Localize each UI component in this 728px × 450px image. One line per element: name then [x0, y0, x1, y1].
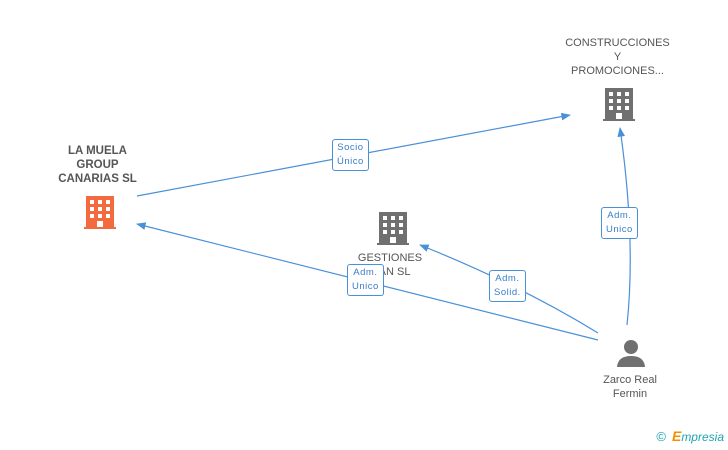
- edge-label-line: Adm.: [607, 210, 632, 221]
- building-icon[interactable]: [377, 210, 409, 251]
- node-label-line: GESTIONES: [357, 252, 423, 264]
- node-la-muela-label[interactable]: LA MUELA GROUP CANARIAS SL: [40, 144, 155, 186]
- copyright-symbol: ©: [656, 429, 666, 444]
- node-label-line: CANARIAS SL: [58, 173, 137, 185]
- node-label-line: Y: [613, 51, 622, 63]
- node-label-line: Fermin: [612, 388, 648, 400]
- node-label-line: GROUP: [76, 159, 119, 171]
- node-label-line: CONSTRUCCIONES: [565, 37, 670, 49]
- node-construcciones-label[interactable]: CONSTRUCCIONES Y PROMOCIONES...: [555, 36, 680, 78]
- building-icon[interactable]: [84, 194, 116, 235]
- edge-label-line: Unico: [606, 224, 633, 235]
- brand-initial: E: [671, 428, 682, 444]
- edge-label-adm-unico-right[interactable]: Adm. Unico: [601, 207, 638, 239]
- edge-label-line: Adm.: [353, 267, 378, 278]
- node-label-line: PROMOCIONES...: [571, 65, 664, 77]
- edge-label-line: Adm.: [495, 273, 520, 284]
- node-zarco-label[interactable]: Zarco Real Fermin: [580, 373, 680, 401]
- edge-label-line: Único: [337, 156, 364, 167]
- brand-name: mpresia: [681, 430, 724, 444]
- node-label-line: LA MUELA: [68, 145, 127, 157]
- edge-label-adm-unico-left[interactable]: Adm. Unico: [347, 264, 384, 296]
- edge-label-socio-unico[interactable]: Socio Único: [332, 139, 369, 171]
- edge-label-line: Unico: [352, 281, 379, 292]
- edge-label-line: Socio: [337, 142, 364, 153]
- node-label-line: Zarco Real: [603, 374, 657, 386]
- building-icon[interactable]: [603, 86, 635, 127]
- edge-label-line: Solid.: [494, 287, 521, 298]
- person-icon[interactable]: [616, 338, 646, 373]
- edge-label-adm-solid[interactable]: Adm. Solid.: [489, 270, 526, 302]
- brand-watermark: © Empresia: [656, 428, 724, 444]
